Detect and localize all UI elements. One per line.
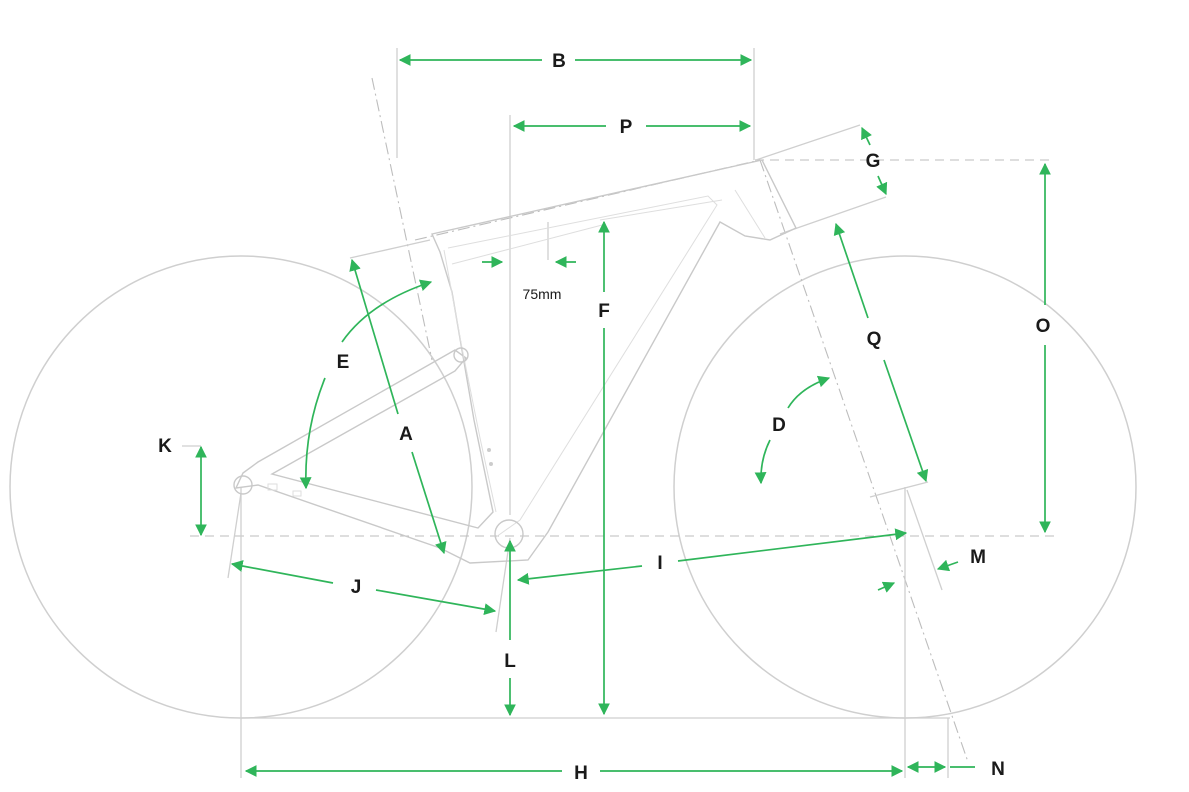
- ext-line-g-top: [755, 124, 861, 161]
- dim-q-bottom: [883, 359, 929, 483]
- dim-e-bottom: [299, 377, 326, 490]
- dimension-lines: [195, 54, 1051, 777]
- label-n: N: [991, 759, 1005, 780]
- ext-line-g-bottom: [779, 196, 887, 235]
- label-f: F: [598, 301, 610, 322]
- dimension-labels: B P G O Q F A E D K J I L H N M 75mm: [158, 51, 1050, 784]
- seat-tube-axis-line: [371, 77, 433, 361]
- dim-m-left: [877, 581, 896, 593]
- bike-frame: [233, 159, 797, 564]
- dim-d-top: [787, 375, 831, 409]
- ext-line-chainstay-rear: [227, 492, 242, 579]
- dim-i-right: [677, 528, 908, 562]
- dim-j-right: [375, 589, 497, 615]
- label-e: E: [337, 352, 350, 373]
- label-k: K: [158, 436, 172, 457]
- dim-m-right: [936, 559, 959, 572]
- label-d: D: [772, 415, 786, 436]
- dim-a-bottom: [411, 451, 447, 555]
- ext-line-a-top: [349, 239, 431, 259]
- rear-dropout: [233, 475, 253, 495]
- label-o: O: [1036, 316, 1051, 337]
- ext-line-fork-offset: [906, 489, 943, 591]
- dim-q-top: [833, 222, 869, 319]
- dim-j-left: [230, 560, 334, 584]
- label-l: L: [504, 651, 516, 672]
- seatstay-pivot: [453, 347, 469, 363]
- label-75mm: 75mm: [523, 286, 562, 302]
- ext-line-chainstay-front: [495, 537, 511, 633]
- dim-g-bottom: [876, 175, 888, 196]
- dim-i-left: [516, 565, 643, 585]
- dim-d-bottom: [754, 439, 771, 485]
- steering-axis-line: [759, 159, 969, 763]
- label-g: G: [866, 151, 881, 172]
- label-h: H: [574, 763, 588, 784]
- label-j: J: [351, 577, 362, 598]
- label-p: P: [620, 117, 633, 138]
- label-i: I: [657, 553, 662, 574]
- dim-g-top: [861, 126, 872, 146]
- dim-a-top: [349, 258, 399, 415]
- dim-e-top: [341, 279, 433, 343]
- label-b: B: [552, 51, 566, 72]
- ext-line-q-bottom: [869, 481, 929, 498]
- label-q: Q: [867, 329, 882, 350]
- label-a: A: [399, 424, 413, 445]
- label-m: M: [970, 547, 986, 568]
